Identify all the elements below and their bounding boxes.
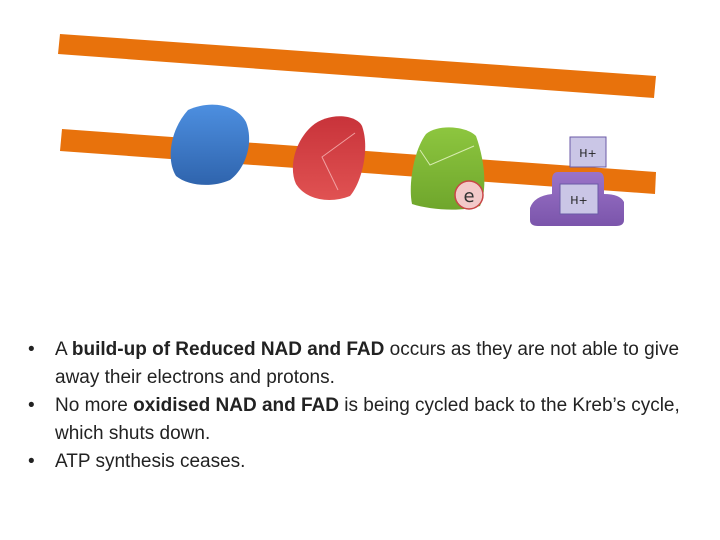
proton-label-bottom: H+ [570,194,588,207]
protein-green-detail-line [419,145,475,166]
bullet-item: • ATP synthesis ceases. [28,448,698,476]
bullet-marker: • [28,339,35,360]
electron-circle [454,180,484,210]
protein-red-detail-line [321,132,356,191]
bullet-list: • A build-up of Reduced NAD and FAD occur… [28,336,698,476]
membrane-upper [58,34,656,98]
electron-transport-chain-diagram: e H+ H+ [58,34,656,226]
proton-box-top [569,136,607,168]
bullet-text-bold: build-up of Reduced NAD and FAD [71,339,385,360]
proton-box-bottom [559,183,599,215]
bullet-text-post: occurs as they are not able to give away… [55,339,680,388]
bullet-marker: • [28,451,35,472]
protein-complex-red [292,116,366,200]
bullet-text-pre: ATP synthesis ceases. [55,451,246,472]
bullet-text-pre: No more [55,395,134,416]
electron-label: e [463,186,474,207]
protein-complex-blue [170,104,250,185]
proton-label-top: H+ [579,147,597,160]
bullet-text-pre: A [55,339,72,360]
bullet-text-post: is being cycled back to the Kreb’s cycle… [55,395,680,444]
bullet-text-bold: oxidised NAD and FAD [133,395,339,416]
bullet-item: • No more oxidised NAD and FAD is being c… [28,392,698,448]
bullet-item: • A build-up of Reduced NAD and FAD occur… [28,336,698,392]
bullet-marker: • [28,395,35,416]
